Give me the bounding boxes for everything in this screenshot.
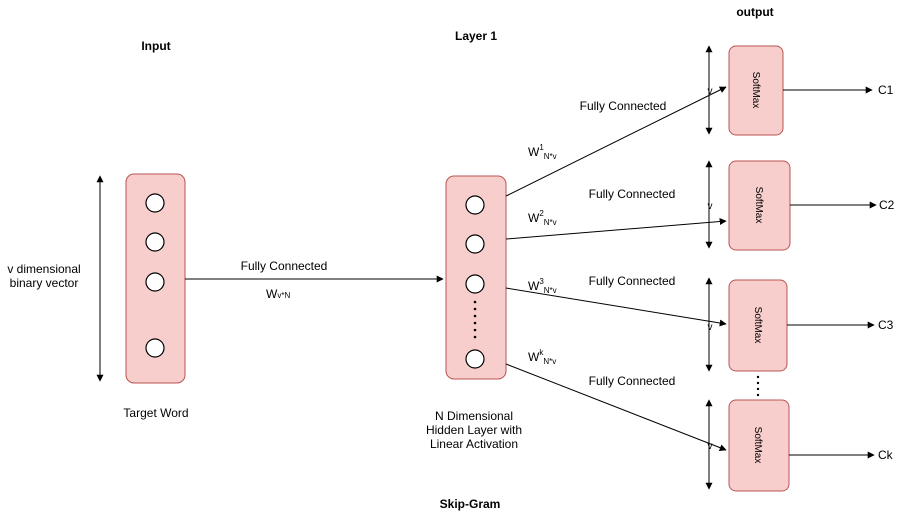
input-node (145, 338, 165, 358)
hidden-caption-1: N Dimensional (435, 409, 513, 423)
hidden-to-softmax-k-arrow (505, 363, 727, 451)
hidden-caption-3: Linear Activation (430, 437, 518, 451)
weight-k-label: WkN*v (528, 348, 556, 366)
softmax-ellipsis (756, 375, 760, 397)
input-dimension-label-1: v dimensional (7, 262, 80, 276)
hidden-caption-2: Hidden Layer with (426, 423, 522, 437)
hidden-to-softmax-2-arrow (505, 218, 727, 240)
output-1-label: C1 (878, 83, 894, 97)
softmax-3-v-label: v (708, 322, 713, 333)
weight-3-label: W3N*v (528, 277, 557, 295)
output-header: output (736, 5, 773, 19)
hidden-ellipsis (473, 300, 477, 339)
input-caption: Target Word (123, 406, 188, 420)
output-k-label: Ck (878, 448, 894, 462)
hidden-to-softmax-3-arrow (505, 287, 727, 327)
connection-1-label: Fully Connected (580, 99, 667, 113)
input-node (145, 272, 165, 292)
input-node (145, 232, 165, 252)
input-node (145, 193, 165, 213)
softmax-box-k (728, 399, 790, 492)
input-weight-label: Wv*N (266, 287, 290, 301)
softmax-1-label: SoftMax (750, 72, 761, 109)
hidden-node (465, 274, 485, 294)
hidden-node (465, 349, 485, 369)
hidden-to-softmax-1-arrow (505, 86, 727, 197)
input-connection-label: Fully Connected (241, 259, 328, 273)
weight-2-label: W2N*v (528, 209, 557, 227)
output-3-label: C3 (878, 318, 894, 332)
softmax-2-v-label: v (708, 201, 713, 212)
softmax-3-label: SoftMax (752, 307, 763, 344)
output-2-label: C2 (879, 198, 895, 212)
input-dimension-label-2: binary vector (10, 276, 79, 290)
weight-1-label: W1N*v (528, 143, 557, 161)
hidden-node (465, 234, 485, 254)
connection-k-label: Fully Connected (589, 374, 676, 388)
connection-3-label: Fully Connected (589, 274, 676, 288)
diagram-title: Skip-Gram (440, 497, 501, 511)
input-header: Input (141, 39, 170, 53)
connection-2-label: Fully Connected (589, 187, 676, 201)
softmax-k-label: SoftMax (752, 427, 763, 464)
layer1-header: Layer 1 (455, 29, 497, 43)
softmax-2-label: SoftMax (753, 187, 764, 224)
softmax-k-v-label: v (708, 441, 713, 452)
softmax-1-v-label: v (708, 86, 713, 97)
hidden-node (465, 195, 485, 215)
